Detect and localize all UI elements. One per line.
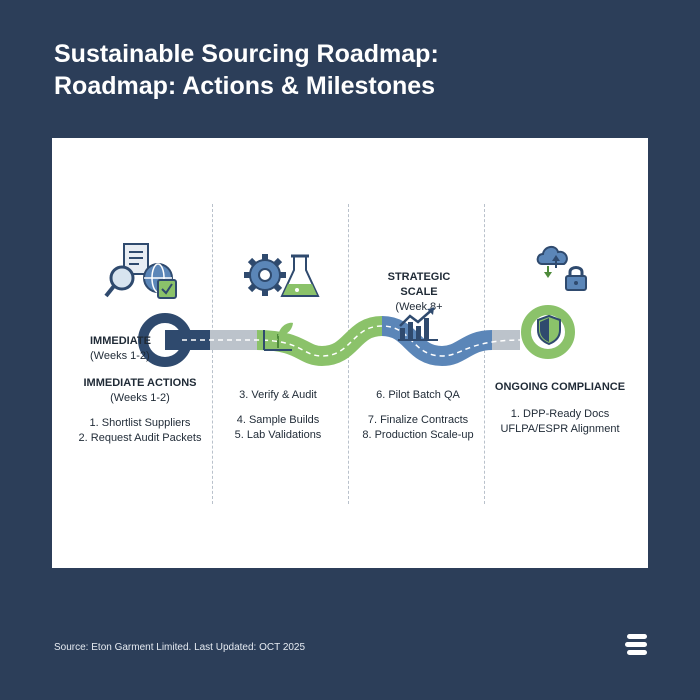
- divider: [212, 204, 213, 504]
- document-search-icon: [104, 243, 149, 298]
- list-item: 7. Finalize Contracts: [367, 414, 469, 426]
- column-verify: 3. Verify & Audit 4. Sample Builds 5. La…: [210, 376, 346, 443]
- page-title: Sustainable Sourcing Roadmap: Roadmap: A…: [54, 38, 654, 102]
- stage-name: STRATEGIC SCALE: [387, 271, 451, 298]
- list-item: 6. Pilot Batch QA: [376, 389, 460, 401]
- list-item: 4. Sample Builds: [236, 414, 320, 426]
- column-subheading: (Weeks 1-2): [110, 392, 170, 404]
- sprout-icon: [263, 322, 293, 351]
- stage-name: IMMEDIATE: [90, 335, 151, 347]
- globe-check-icon: [143, 263, 177, 299]
- list-item: 3. Verify & Audit: [239, 389, 317, 401]
- list-item: 8. Production Scale-up: [362, 429, 474, 441]
- title-line-2: Roadmap: Actions & Milestones: [54, 72, 436, 100]
- shield-icon: [537, 314, 561, 346]
- column-heading: ONGOING COMPLIANCE: [494, 381, 626, 393]
- stage-weeks: (Weeks 1-2): [90, 350, 150, 362]
- stage-label-immediate: IMMEDIATE (Weeks 1-2): [90, 334, 151, 364]
- cloud-sync-icon: [536, 246, 568, 278]
- list-item: 2. Request Audit Packets: [78, 432, 202, 444]
- road-lane-markings: [182, 325, 523, 357]
- source-footer: Source: Eton Garment Limited. Last Updat…: [54, 642, 306, 653]
- column-scale: 6. Pilot Batch QA 7. Finalize Contracts …: [350, 376, 486, 443]
- stage-label-strategic: STRATEGIC SCALE (Week 8+: [374, 270, 464, 315]
- title-line-1: Sustainable Sourcing Roadmap:: [54, 40, 439, 68]
- list-item: 1. DPP-Ready Docs: [510, 408, 610, 420]
- column-heading: IMMEDIATE ACTIONS: [83, 377, 197, 389]
- list-item: UFLPA/ESPR Alignment: [500, 423, 620, 435]
- gear-icon: [244, 254, 286, 296]
- roadmap-card: IMMEDIATE (Weeks 1-2) STRATEGIC SCALE (W…: [52, 138, 648, 568]
- divider: [484, 204, 485, 504]
- growth-chart-icon: [398, 307, 438, 341]
- list-item: 5. Lab Validations: [234, 429, 322, 441]
- list-item: 1. Shortlist Suppliers: [89, 417, 191, 429]
- column-ongoing-compliance: ONGOING COMPLIANCE 1. DPP-Ready Docs UFL…: [492, 380, 628, 437]
- end-ring: [521, 305, 575, 359]
- padlock-icon: [565, 266, 587, 291]
- brand-logo-icon: [625, 634, 647, 655]
- column-immediate-actions: IMMEDIATE ACTIONS (Weeks 1-2) 1. Shortli…: [72, 376, 208, 446]
- flask-icon: [280, 254, 320, 297]
